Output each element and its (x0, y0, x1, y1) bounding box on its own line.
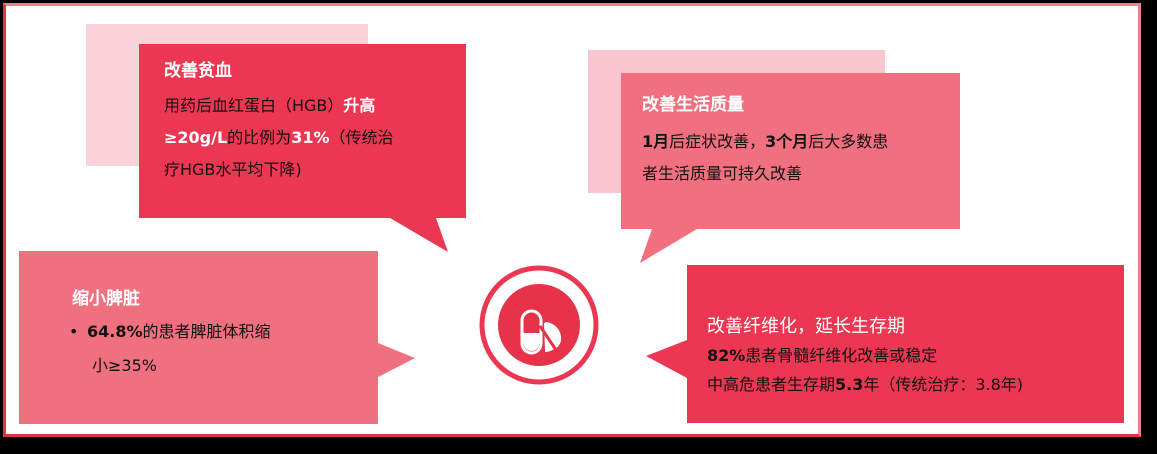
spleen-line-1: •64.8%的患者脾脏体积缩 (69, 316, 271, 348)
quality-line-2: 者生活质量可持久改善 (642, 164, 803, 183)
spleen-callout (19, 251, 415, 424)
quality-line-1: 1月后症状改善，3个月后大多数患 (642, 132, 889, 151)
fibrosis-callout (646, 265, 1124, 423)
center-icon-group (479, 265, 599, 385)
anemia-line-3: 疗HGB水平均下降) (164, 160, 302, 179)
fibrosis-line-2: 中高危患者生存期5.3年（传统治疗：3.8年) (707, 375, 1024, 394)
outer-ring (479, 265, 599, 385)
fibrosis-title: 改善纤维化，延长生存期 (707, 316, 905, 337)
fibrosis-line-1: 82%患者骨髓纤维化改善或稳定 (707, 346, 938, 365)
quality-callout (621, 73, 960, 263)
spleen-card: 缩小脾脏 •64.8%的患者脾脏体积缩 小≥35% (69, 284, 271, 382)
anemia-line-1: 用药后血红蛋白（HGB）升高 (164, 96, 376, 115)
anemia-title: 改善贫血 (164, 61, 232, 81)
anemia-line-2: ≥20g/L的比例为31%（传统治 (164, 128, 394, 147)
quality-title: 改善生活质量 (642, 95, 744, 115)
spleen-title: 缩小脾脏 (72, 289, 140, 309)
pill-icon (520, 309, 562, 355)
bullet-icon: • (69, 322, 79, 341)
pill-icon-background (498, 284, 580, 366)
fibrosis-card: 改善纤维化，延长生存期 82%患者骨髓纤维化改善或稳定 中高危患者生存期5.3年… (707, 312, 1023, 399)
quality-card: 改善生活质量 1月后症状改善，3个月后大多数患 者生活质量可持久改善 (642, 90, 888, 190)
spleen-line-2: 小≥35% (92, 356, 157, 375)
anemia-callout (139, 44, 466, 252)
anemia-card: 改善贫血 用药后血红蛋白（HGB）升高 ≥20g/L的比例为31%（传统治 疗H… (164, 56, 394, 186)
